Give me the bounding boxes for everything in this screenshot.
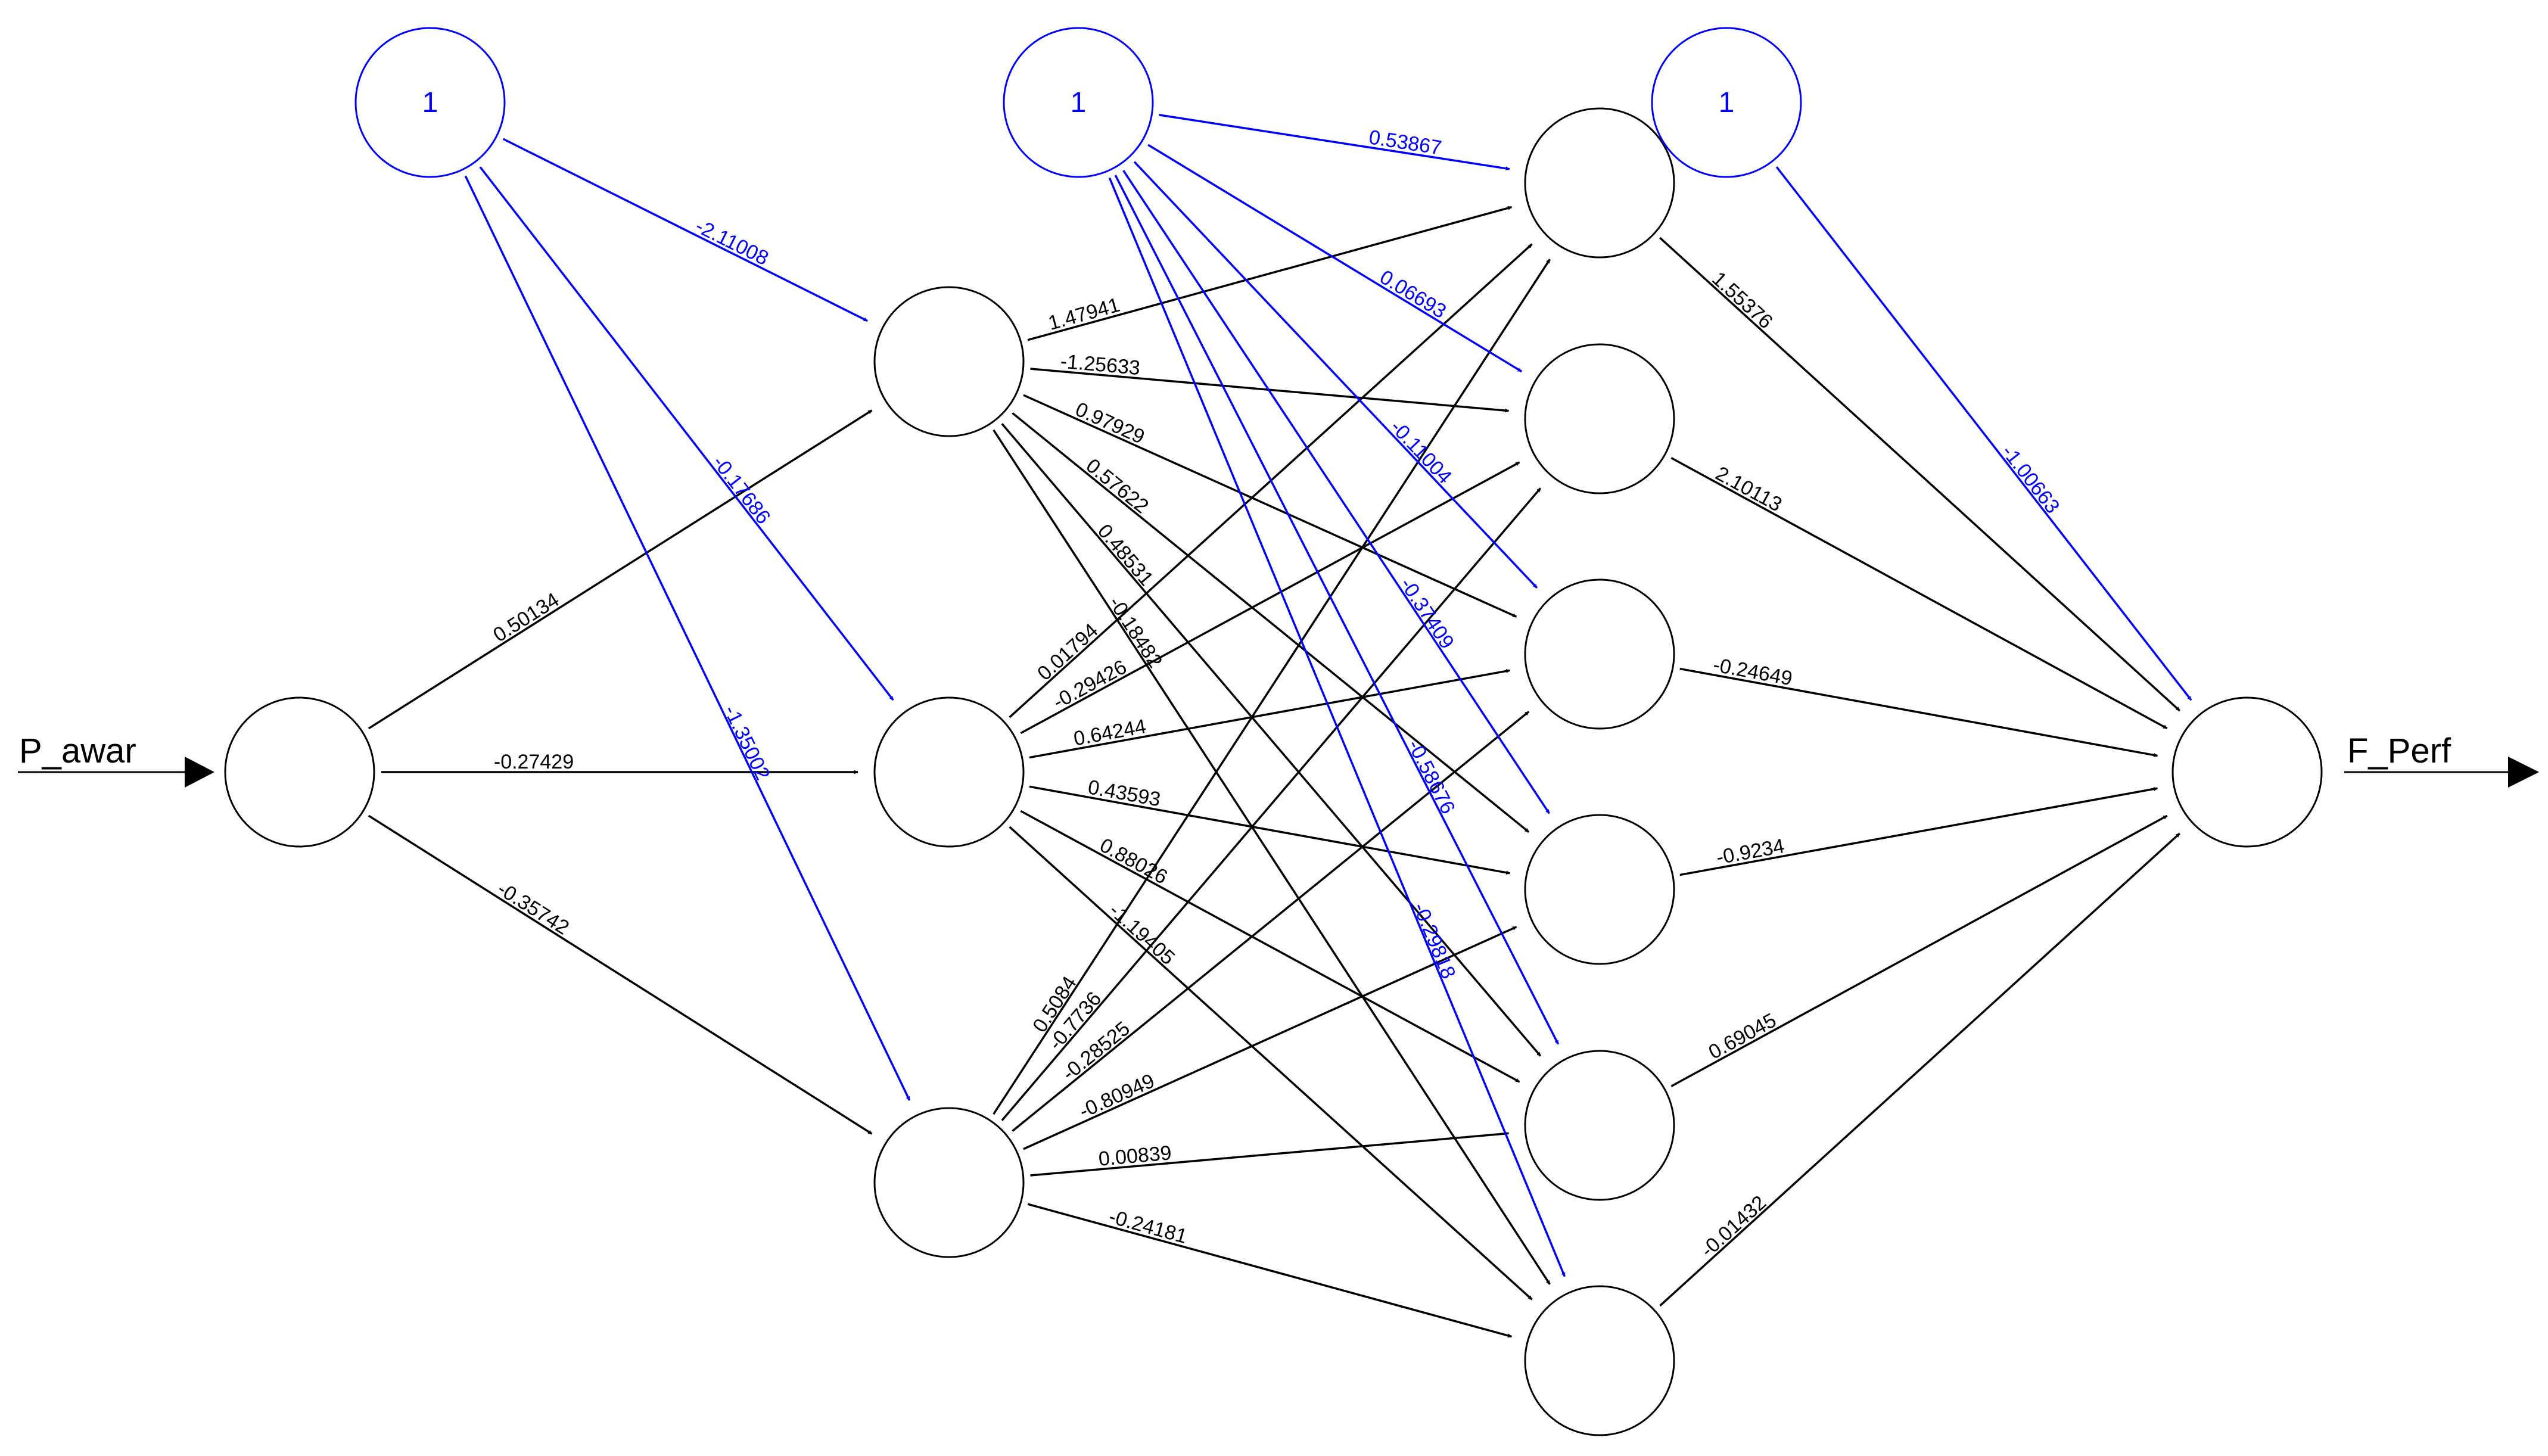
h2-5-to-output-edge xyxy=(1670,814,2168,1087)
h1-1-to-h2-5-edge xyxy=(1001,423,1542,1057)
bias2-to-h2-5-weight-label: -0.58676 xyxy=(1403,736,1460,818)
h2-1-to-output-edge xyxy=(1659,237,2181,712)
input-to-h1-3-edge xyxy=(368,814,873,1135)
hidden2-neuron-1 xyxy=(1524,107,1675,259)
input-to-h1-1-weight-label: 0.50134 xyxy=(489,589,563,647)
input-label: P_awar xyxy=(19,732,136,770)
input-neuron xyxy=(224,696,375,848)
hidden2-neuron-4 xyxy=(1524,814,1675,965)
bias1-to-h1-2-weight-label: -0.17686 xyxy=(708,452,774,528)
h1-1-to-h2-3-edge xyxy=(1023,394,1517,618)
input-to-h1-2-weight-label: -0.27429 xyxy=(494,751,574,773)
h2-3-to-output-edge xyxy=(1679,667,2158,757)
bias2-to-h2-5-edge xyxy=(1114,175,1560,1045)
hidden1-neuron-2 xyxy=(873,696,1025,848)
bias1-to-h1-1-edge xyxy=(502,138,868,322)
input-to-h1-3-weight-label: -0.35742 xyxy=(493,878,573,939)
h2-4-to-output-weight-label: -0.9234 xyxy=(1715,835,1786,869)
h2-1-to-output-weight-label: 1.55376 xyxy=(1707,267,1777,334)
h1-2-to-h2-3-weight-label: 0.64244 xyxy=(1072,715,1148,750)
h1-1-to-h2-4-edge xyxy=(1012,412,1530,833)
h1-1-to-h2-1-edge xyxy=(1027,206,1513,341)
h2-5-to-output-weight-label: 0.69045 xyxy=(1705,1009,1780,1064)
h1-3-to-h2-6-edge xyxy=(1027,1203,1513,1338)
bias2-to-h2-6-edge xyxy=(1108,177,1566,1277)
bias1-to-h1-2-edge xyxy=(479,166,894,701)
bias-node-2 xyxy=(1003,27,1154,178)
h2-2-to-output-weight-label: 2.10113 xyxy=(1712,462,1785,517)
bias3-to-output-edge xyxy=(1775,166,2192,701)
h1-2-to-h2-4-edge xyxy=(1029,785,1511,875)
hidden2-neuron-5 xyxy=(1524,1050,1675,1201)
bias-node-1-label: 1 xyxy=(422,87,438,119)
hidden2-neuron-2 xyxy=(1524,343,1675,494)
hidden1-neuron-1 xyxy=(873,286,1025,437)
bias-node-3-label: 1 xyxy=(1719,87,1735,119)
hidden2-neuron-6 xyxy=(1524,1285,1675,1436)
h2-4-to-output-edge xyxy=(1679,786,2158,876)
output-arrow-head xyxy=(2508,757,2539,788)
output-label: F_Perf xyxy=(2347,732,2451,770)
bias2-to-h2-3-weight-label: -0.11004 xyxy=(1386,416,1456,489)
h1-3-to-h2-5-weight-label: 0.00839 xyxy=(1097,1141,1172,1171)
bias2-to-h2-4-edge xyxy=(1122,170,1550,814)
bias2-to-h2-2-weight-label: 0.06693 xyxy=(1376,266,1450,323)
bias1-to-h1-1-weight-label: -2.11008 xyxy=(692,214,772,270)
h1-3-to-h2-6-weight-label: -0.24181 xyxy=(1106,1205,1190,1248)
input-to-h1-1-edge xyxy=(368,409,873,730)
bias3-to-output-weight-label: -1.00663 xyxy=(1997,441,2064,518)
hidden1-neuron-3 xyxy=(873,1107,1025,1258)
h2-3-to-output-weight-label: -0.24649 xyxy=(1712,654,1794,690)
h1-3-to-h2-4-weight-label: -0.80949 xyxy=(1076,1069,1158,1123)
h1-2-to-h2-5-edge xyxy=(1020,810,1520,1083)
output-neuron xyxy=(2171,696,2323,848)
h1-2-to-h2-2-edge xyxy=(1020,461,1520,735)
bias1-to-h1-3-edge xyxy=(464,175,911,1101)
bias2-to-h2-6-weight-label: -0.29818 xyxy=(1408,900,1460,982)
h1-1-to-h2-6-edge xyxy=(993,429,1551,1285)
bias2-to-h2-1-edge xyxy=(1159,114,1510,171)
h1-1-to-h2-2-weight-label: -1.25633 xyxy=(1059,350,1141,379)
input-arrow-head xyxy=(185,757,214,788)
h1-2-to-h2-4-weight-label: 0.43593 xyxy=(1086,776,1162,811)
bias2-to-h2-2-edge xyxy=(1147,144,1523,373)
h1-3-to-h2-2-edge xyxy=(1001,487,1542,1121)
h1-1-to-h2-5-weight-label: 0.48531 xyxy=(1093,520,1158,590)
edges-layer xyxy=(368,114,2192,1338)
nodes-layer: 1 1 1 xyxy=(224,27,2323,1436)
h1-2-to-h2-6-edge xyxy=(1009,826,1533,1301)
h1-2-to-h2-5-weight-label: 0.88026 xyxy=(1096,834,1171,889)
h1-2-to-h2-6-weight-label: -1.19405 xyxy=(1105,899,1179,969)
h1-1-to-h2-4-weight-label: 0.57622 xyxy=(1082,454,1153,518)
h1-3-to-h2-5-edge xyxy=(1030,1131,1510,1177)
h2-6-to-output-edge xyxy=(1659,832,2180,1307)
bias2-to-h2-1-weight-label: 0.53867 xyxy=(1367,126,1443,159)
h2-2-to-output-edge xyxy=(1670,457,2168,730)
h2-6-to-output-weight-label: -0.01432 xyxy=(1696,1191,1771,1262)
bias-node-3 xyxy=(1651,27,1802,178)
h1-2-to-h2-3-edge xyxy=(1029,668,1511,759)
h1-3-to-h2-1-edge xyxy=(993,259,1551,1115)
bias-node-2-label: 1 xyxy=(1071,87,1087,119)
h1-1-to-h2-3-weight-label: 0.97929 xyxy=(1072,398,1148,449)
weight-labels-layer: 0.50134 -0.27429 -0.35742 -2.11008 -0.17686 -… xyxy=(489,126,2064,1262)
hidden2-neuron-3 xyxy=(1524,578,1675,730)
bias-node-1 xyxy=(354,27,506,178)
bias2-to-h2-3-edge xyxy=(1133,161,1538,589)
h1-3-to-h2-3-edge xyxy=(1012,711,1530,1132)
h1-1-to-h2-1-weight-label: 1.47941 xyxy=(1046,294,1122,335)
